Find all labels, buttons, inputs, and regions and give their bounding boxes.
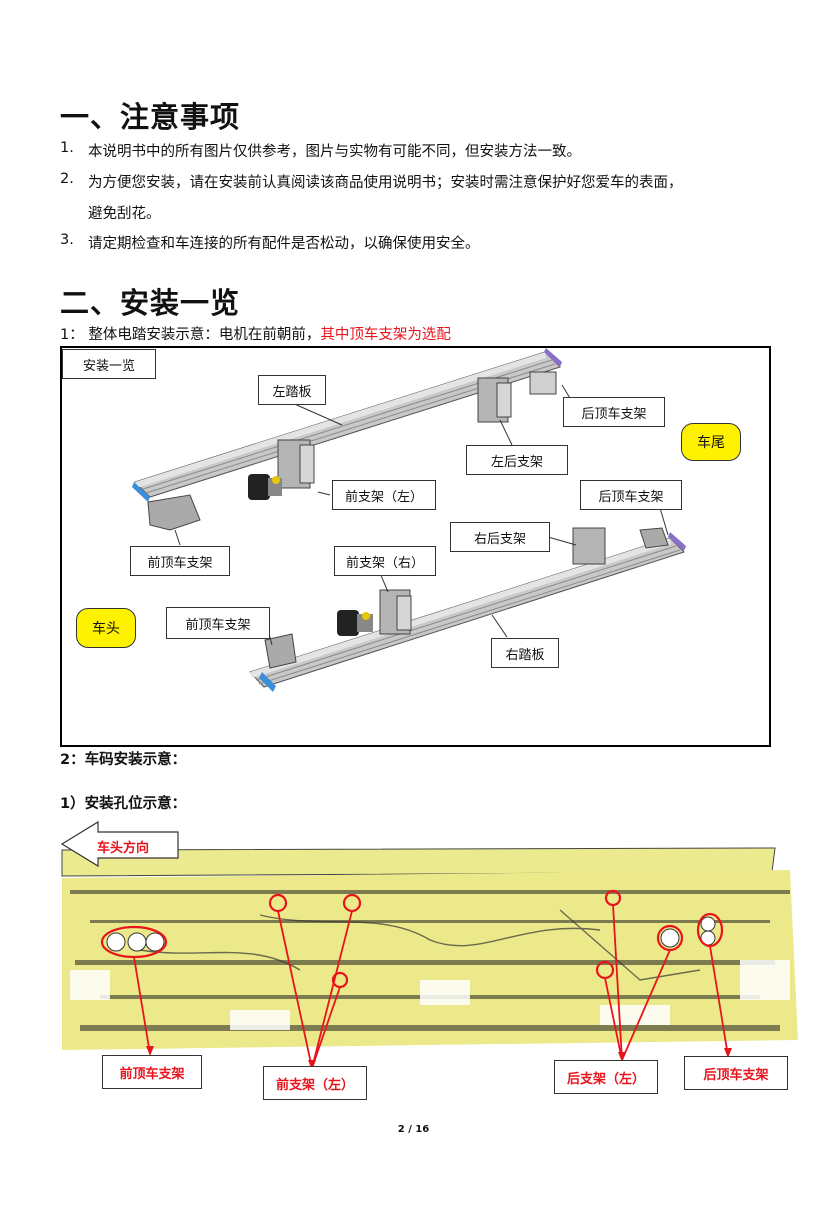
list-item: 3. 请定期检查和车连接的所有配件是否松动，以确保使用安全。	[60, 232, 800, 252]
label-front-bracket-right: 前支架（右）	[334, 546, 436, 576]
label-left-board: 左踏板	[258, 375, 326, 405]
label-left-rear-bracket: 左后支架	[466, 445, 568, 475]
list-num: 2.	[60, 171, 74, 187]
left-running-board-icon	[132, 348, 562, 502]
vehicle-install-title: 2：车码安装示意：	[60, 752, 187, 768]
list-text: 为方便您安装，请在安装前认真阅读该商品使用说明书；安装时需注意保护好您爱车的表面…	[88, 175, 683, 191]
label-front-top-bracket-2: 前顶车支架	[166, 607, 270, 639]
label-right-board: 右踏板	[491, 638, 559, 668]
list-text-cont: 避免刮花。	[88, 206, 161, 222]
overview-drawing	[132, 348, 686, 692]
label-front-bracket-left-hole: 前支架（左）	[263, 1066, 367, 1100]
motor-icon	[248, 474, 373, 636]
list-item-cont: 避免刮花。	[60, 202, 800, 222]
label-rear-bracket-left-hole: 后支架（左）	[554, 1060, 658, 1094]
label-rear-top-bracket-2: 后顶车支架	[580, 480, 682, 510]
label-front-bracket-left: 前支架（左）	[332, 480, 436, 510]
install-overview-line: 1： 整体电踏安装示意：电机在前朝前，其中顶车支架为选配	[60, 323, 451, 344]
page-number: 2 / 16	[397, 1124, 430, 1135]
right-running-board-icon	[249, 532, 686, 692]
chassis-drawing	[60, 846, 800, 1070]
label-right-rear-bracket: 右后支架	[450, 522, 550, 552]
install-overview-diagram	[60, 346, 771, 747]
list-text: 本说明书中的所有图片仅供参考，图片与实物有可能不同，但安装方法一致。	[88, 144, 581, 160]
list-item: 1. 本说明书中的所有图片仅供参考，图片与实物有可能不同，但安装方法一致。	[60, 140, 800, 160]
list-text: 请定期检查和车连接的所有配件是否松动，以确保使用安全。	[88, 236, 480, 252]
list-item: 2. 为方便您安装，请在安装前认真阅读该商品使用说明书；安装时需注意保护好您爱车…	[60, 171, 800, 191]
label-front-top-bracket-hole: 前顶车支架	[102, 1055, 202, 1089]
bracket-parts-icon	[147, 371, 669, 669]
direction-arrow-icon	[60, 820, 179, 868]
label-front-top-bracket: 前顶车支架	[130, 546, 230, 576]
list-num: 1.	[60, 140, 74, 156]
direction-label: 车头方向	[97, 841, 150, 856]
diagram-tag: 安装一览	[62, 349, 156, 379]
car-tail-badge: 车尾	[681, 423, 741, 461]
overview-text: 1： 整体电踏安装示意：电机在前朝前，	[60, 327, 321, 343]
overview-optional-note: 其中顶车支架为选配	[320, 327, 451, 343]
car-head-badge: 车头	[76, 608, 136, 648]
red-leaders	[133, 904, 729, 1069]
section1-title: 一、注意事项	[60, 100, 241, 134]
label-rear-top-bracket: 后顶车支架	[563, 397, 665, 427]
list-num: 3.	[60, 232, 74, 248]
hole-position-title: 1）安装孔位示意：	[60, 796, 187, 812]
label-rear-top-bracket-hole: 后顶车支架	[684, 1056, 788, 1090]
section2-title: 二、安装一览	[60, 286, 241, 320]
